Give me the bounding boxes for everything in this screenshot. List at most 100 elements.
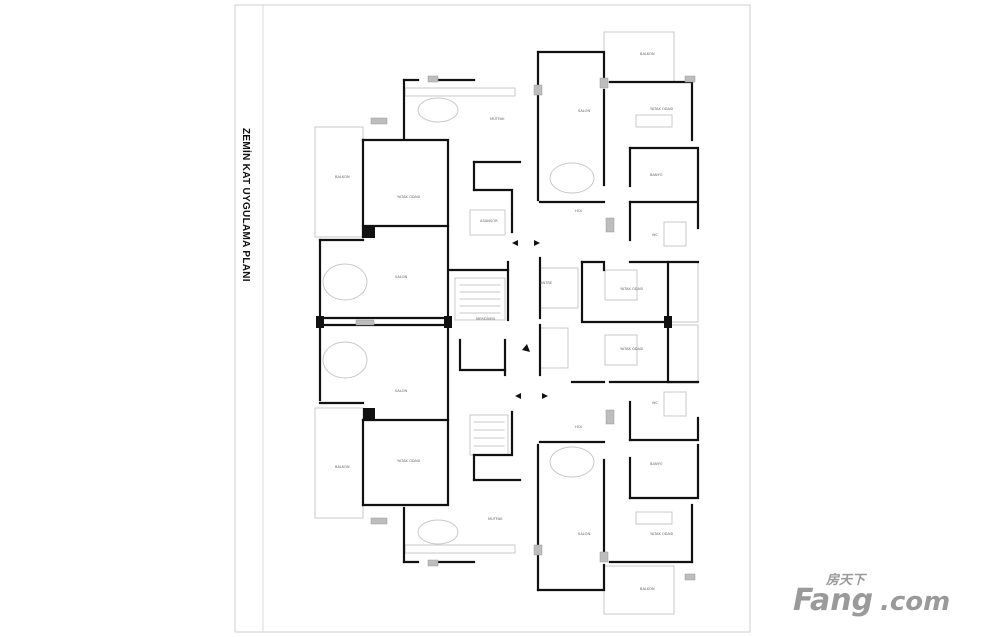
wall xyxy=(536,50,606,80)
room-label: SALON xyxy=(395,389,408,393)
bed-top xyxy=(604,269,638,301)
column xyxy=(363,408,375,420)
wall xyxy=(628,416,700,442)
arrow-icon xyxy=(512,240,518,246)
room-label: SALON xyxy=(578,109,591,113)
column xyxy=(444,316,452,328)
columns xyxy=(316,226,672,420)
window xyxy=(605,409,615,425)
window xyxy=(684,573,696,581)
watermark-brand: Fang xyxy=(793,583,873,618)
window xyxy=(684,75,696,83)
room-label: MERDİVEN xyxy=(476,316,495,321)
room-label: BALKON xyxy=(640,587,655,591)
window xyxy=(355,319,375,326)
window xyxy=(427,559,439,567)
wall xyxy=(628,200,700,230)
arrow-icon xyxy=(542,393,548,399)
tub-top xyxy=(663,221,687,247)
window xyxy=(533,84,543,96)
window xyxy=(605,217,615,233)
room-label: BALKON xyxy=(640,52,655,56)
wall xyxy=(472,410,514,457)
room-label: HOL xyxy=(575,425,583,429)
wall xyxy=(318,323,452,402)
balcony-left-bottom xyxy=(314,407,364,519)
sofa-right-top xyxy=(549,162,595,194)
floor-plan: YATAK ODASI BALKON SALON MUTFAK ASANSÖR … xyxy=(314,31,700,615)
balcony-right-top xyxy=(603,31,675,83)
room-label: ASANSÖR xyxy=(480,218,498,223)
kitchen-counter-bottom xyxy=(404,544,516,554)
balcony-left-top xyxy=(314,126,364,238)
room-label: YATAK ODASI xyxy=(650,532,673,536)
wall xyxy=(361,138,450,320)
column xyxy=(363,226,375,238)
stair-arrows xyxy=(512,240,548,399)
wall xyxy=(628,146,700,202)
balcony-right-mid-top xyxy=(667,261,699,323)
sofa-left-top xyxy=(322,263,368,301)
room-label: WC xyxy=(652,233,659,237)
window xyxy=(599,77,609,89)
wall xyxy=(472,188,514,234)
window xyxy=(533,544,543,556)
balcony-right-bottom xyxy=(603,565,675,615)
stair-left-bottom xyxy=(469,414,509,456)
watermark-cn: 房天下 xyxy=(825,572,868,588)
wall xyxy=(580,260,606,272)
room-label: BANYO xyxy=(650,173,663,177)
room-label: YATAK ODASI xyxy=(650,107,673,111)
structural-walls xyxy=(318,50,700,592)
room-label: BALKON xyxy=(335,175,350,179)
room-label: BALKON xyxy=(335,465,350,469)
window xyxy=(370,117,388,125)
bath-left-top xyxy=(469,209,506,236)
wall xyxy=(628,443,700,500)
sofa-right-bottom xyxy=(549,446,595,478)
watermark-domain: .com xyxy=(880,587,950,617)
room-label: YATAK ODASI xyxy=(397,195,420,199)
drawing-sheet-frame xyxy=(234,4,751,633)
room-label: SALON xyxy=(578,532,591,536)
arrow-icon xyxy=(515,393,521,399)
room-label: YATAK ODASI xyxy=(397,459,420,463)
room-label: BANYO xyxy=(650,462,663,466)
room-label: MUTFAK xyxy=(488,517,503,521)
window-blocks xyxy=(355,75,696,581)
room-label: WC xyxy=(652,401,659,405)
elevator-top xyxy=(539,267,579,309)
room-label: YATAK ODASI xyxy=(620,287,643,291)
room-label: HOL xyxy=(575,209,583,213)
wall xyxy=(361,323,450,507)
kitchen-counter-top xyxy=(404,87,516,97)
sofa-left-bottom xyxy=(322,341,368,379)
room-label: ANTRE xyxy=(540,281,553,285)
window xyxy=(599,551,609,563)
dining-left-top xyxy=(417,97,459,123)
room-label: SALON xyxy=(395,275,408,279)
wall xyxy=(536,563,606,592)
room-labels: YATAK ODASI BALKON SALON MUTFAK ASANSÖR … xyxy=(335,52,673,591)
arrow-icon xyxy=(522,344,530,352)
bed-bottom xyxy=(604,334,638,366)
window xyxy=(370,517,388,525)
column xyxy=(664,316,672,328)
tub-bottom xyxy=(663,391,687,417)
closet-top xyxy=(635,114,673,128)
wall xyxy=(458,338,507,372)
wall xyxy=(318,238,452,320)
column xyxy=(316,316,324,328)
elevator-bottom xyxy=(539,327,569,369)
plan-title: ZEMİN KAT UYGULAMA PLANI xyxy=(240,128,253,282)
dining-left-bottom xyxy=(417,519,459,545)
window xyxy=(427,75,439,83)
closet-bottom xyxy=(635,511,673,525)
room-label: YATAK ODASI xyxy=(620,347,643,351)
arrow-icon xyxy=(534,240,540,246)
balcony-right-mid-bottom xyxy=(667,324,699,384)
room-label: MUTFAK xyxy=(490,117,505,121)
watermark: 房天下 Fang .com xyxy=(793,572,950,618)
stair-left-top xyxy=(454,277,506,321)
